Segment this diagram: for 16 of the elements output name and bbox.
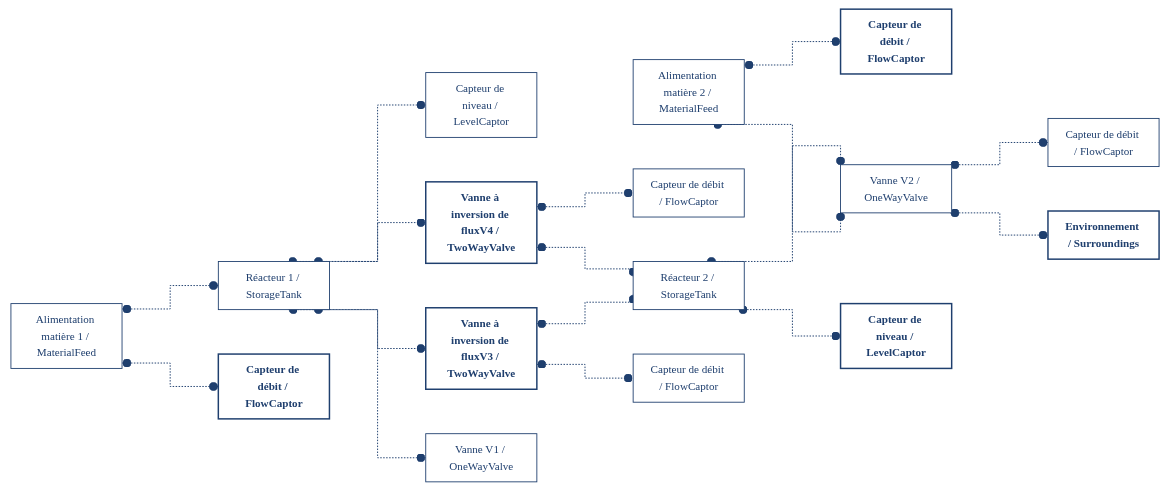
node-box: Capteur de niveau / LevelCaptor	[425, 72, 538, 138]
node-box: Environnement / Surroundings	[1047, 210, 1160, 260]
node-box: Capteur de débit / FlowCaptor	[217, 353, 331, 420]
node-box: Vanne à inversion de fluxV3 / TwoWayValve	[425, 307, 538, 390]
node-box: Vanne à inversion de fluxV4 / TwoWayValve	[425, 181, 538, 265]
node-box: Capteur de débit / FlowCaptor	[839, 8, 953, 75]
node-box: Réacteur 2 / StorageTank	[632, 261, 745, 311]
node-box: Vanne V1 / OneWayValve	[425, 433, 538, 483]
node-box: Alimentation matière 1 / MaterialFeed	[10, 303, 123, 369]
node-box: Capteur de débit / FlowCaptor	[1047, 117, 1160, 167]
node-box: Alimentation matière 2 / MaterialFeed	[632, 59, 745, 125]
node-box: Capteur de débit / FlowCaptor	[632, 353, 745, 403]
node-box: Capteur de débit / FlowCaptor	[632, 168, 745, 218]
node-box: Réacteur 1 / StorageTank	[217, 261, 330, 311]
node-box: Capteur de niveau / LevelCaptor	[839, 302, 953, 370]
node-box: Vanne V2 / OneWayValve	[840, 164, 953, 214]
